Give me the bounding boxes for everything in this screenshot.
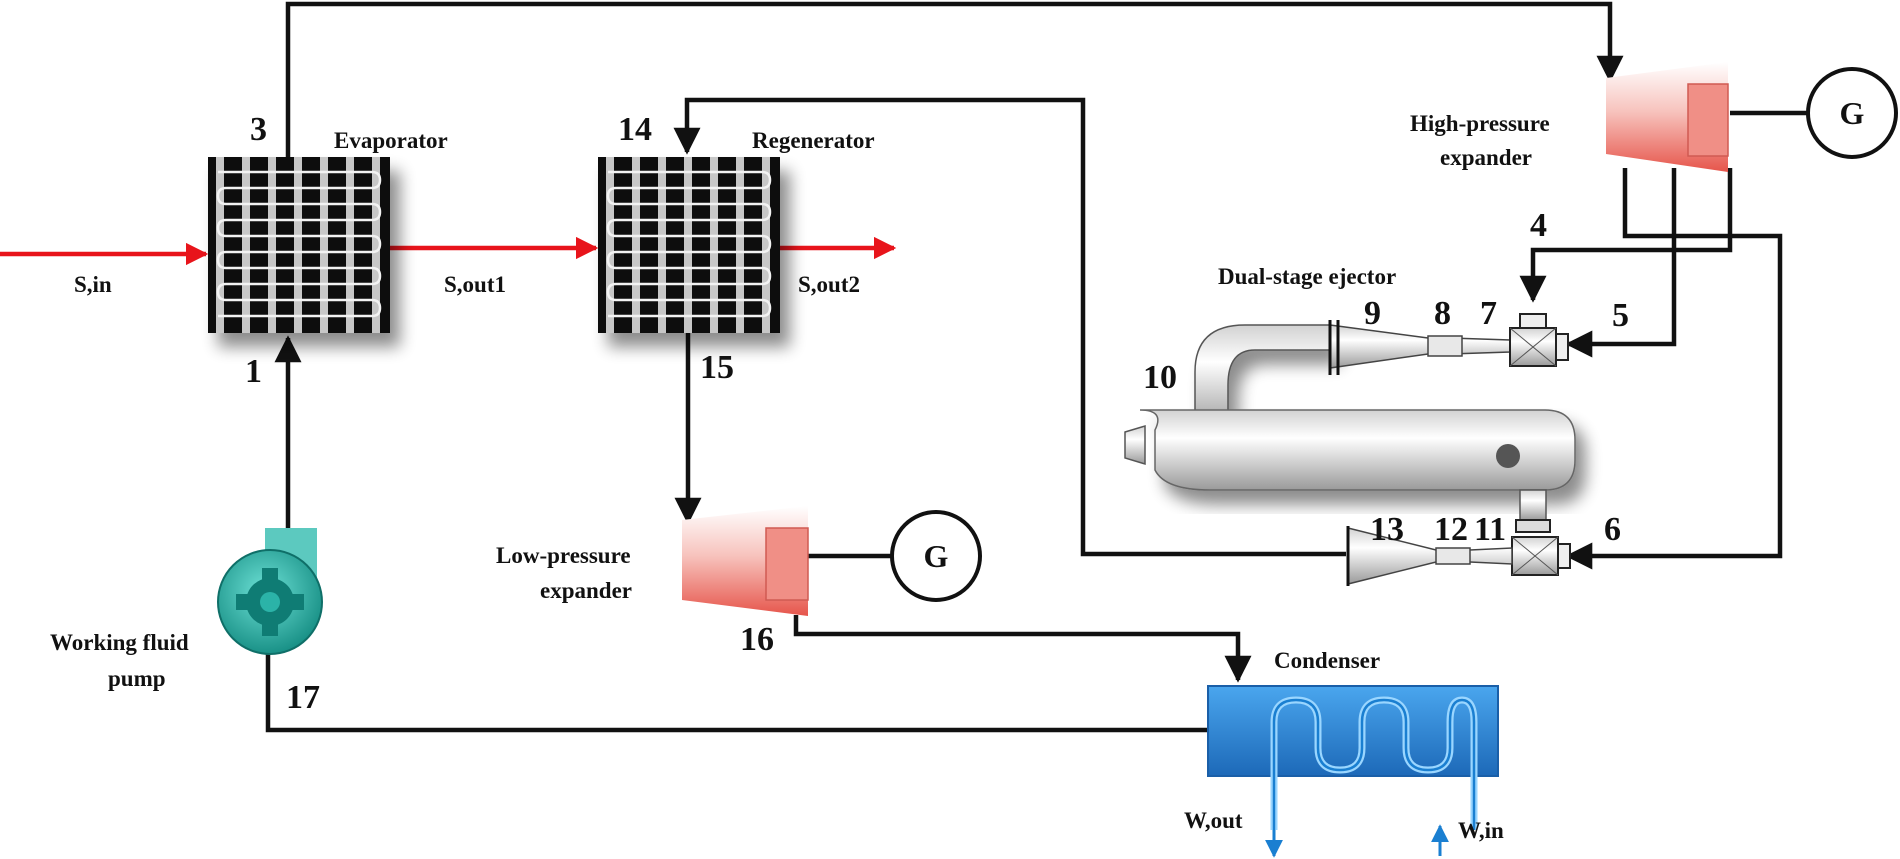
condenser — [1207, 685, 1499, 858]
w-in-label: W,in — [1458, 818, 1504, 843]
state-6: 6 — [1604, 511, 1621, 548]
state-10: 10 — [1143, 359, 1177, 396]
condenser-label: Condenser — [1274, 648, 1380, 673]
state-13: 13 — [1370, 511, 1404, 548]
lp-generator-label: G — [924, 538, 949, 574]
state-1: 1 — [245, 353, 262, 390]
hp-expander-label-2: expander — [1440, 145, 1532, 170]
pipe-13-to-regenerator — [673, 97, 1346, 557]
s-out2-label: S,out2 — [798, 272, 860, 297]
hp-generator-label: G — [1840, 95, 1865, 131]
state-11: 11 — [1474, 511, 1506, 548]
state-3: 3 — [250, 111, 267, 148]
pump-label-2: pump — [108, 666, 166, 691]
hp-generator: G — [1806, 67, 1898, 159]
pipe-3-to-hp-expander — [285, 1, 1624, 158]
state-8: 8 — [1434, 295, 1451, 332]
lp-expander — [682, 506, 809, 616]
lp-generator: G — [890, 510, 982, 602]
state-4: 4 — [1530, 207, 1547, 244]
heat-source-stream — [0, 236, 897, 266]
ejector-label: Dual-stage ejector — [1218, 264, 1396, 289]
pump-label-1: Working fluid — [50, 630, 189, 655]
regenerator — [598, 157, 780, 333]
dual-stage-ejector — [1124, 313, 1576, 586]
state-17: 17 — [286, 679, 320, 716]
pipe-hp-to-6 — [1565, 168, 1783, 570]
state-14: 14 — [618, 111, 652, 148]
hp-expander — [1606, 62, 1729, 172]
state-9: 9 — [1364, 295, 1381, 332]
pipe-hp-to-5 — [1565, 168, 1677, 358]
w-out-label: W,out — [1184, 808, 1243, 833]
working-fluid-pump — [217, 528, 323, 655]
pipe-16-to-condenser — [793, 615, 1252, 683]
pipe-condenser-to-pump — [265, 640, 1208, 733]
state-15: 15 — [700, 349, 734, 386]
state-16: 16 — [740, 621, 774, 658]
state-12: 12 — [1434, 511, 1468, 548]
regenerator-label: Regenerator — [752, 128, 875, 153]
state-7: 7 — [1480, 295, 1497, 332]
pipe-hp-to-4 — [1519, 168, 1733, 303]
lp-expander-label-1: Low-pressure — [496, 543, 631, 568]
s-out1-label: S,out1 — [444, 272, 506, 297]
hp-expander-label-1: High-pressure — [1410, 111, 1550, 136]
evaporator-label: Evaporator — [334, 128, 448, 153]
piping — [265, 1, 1808, 733]
state-5: 5 — [1612, 297, 1629, 334]
s-in-label: S,in — [74, 272, 112, 297]
lp-expander-label-2: expander — [540, 578, 632, 603]
evaporator — [208, 157, 390, 333]
